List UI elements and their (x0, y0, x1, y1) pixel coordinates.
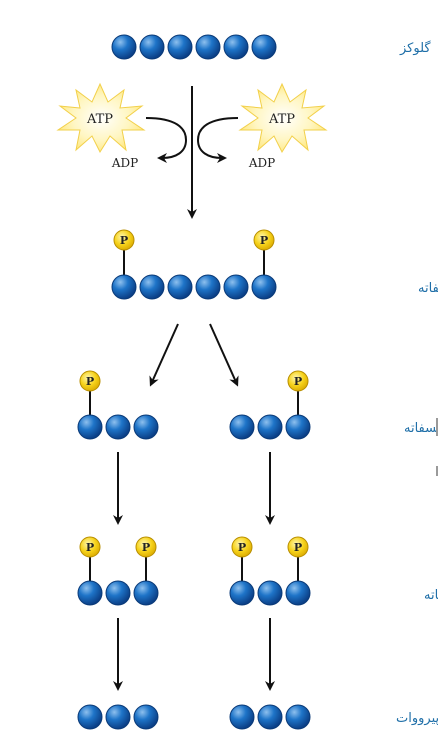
carbon-bead (195, 274, 221, 300)
carbon-bead (77, 580, 103, 606)
phosphate-symbol: P (120, 234, 128, 247)
split-arrow-left (149, 323, 179, 387)
carbon-bead (229, 414, 255, 440)
adp-left-label: ADP (111, 156, 138, 170)
split-arrow-right (209, 323, 239, 387)
phosphate-symbol: P (86, 541, 94, 554)
sugar-phosphate-left: P (77, 370, 159, 440)
carbon-bead (133, 580, 159, 606)
sugar-phosphate-right: P (229, 370, 311, 440)
phosphate-symbol: P (260, 234, 268, 247)
atp-right-label: ATP (268, 112, 295, 127)
carbon-bead (111, 34, 137, 60)
glucose-phosphate-molecule: P P (111, 229, 277, 300)
carbon-bead (105, 580, 131, 606)
edge-mark (436, 466, 438, 476)
carbon-bead (223, 34, 249, 60)
carbon-bead (139, 274, 165, 300)
atp-to-adp-arrow-left (145, 117, 188, 163)
carbon-bead (167, 34, 193, 60)
phosphate-symbol: P (86, 375, 94, 388)
phosphate-group: P (231, 536, 253, 558)
atp-starburst-right: ATP (238, 82, 328, 154)
pyruvate-left (77, 704, 159, 730)
carbon-bead (223, 274, 249, 300)
pyruvate-right (229, 704, 311, 730)
phosphate-symbol: P (238, 541, 246, 554)
carbon-bead (195, 34, 221, 60)
sugar-diphosphate-label: قند دو فسفاته (424, 588, 438, 603)
carbon-bead (105, 414, 131, 440)
carbon-bead (133, 414, 159, 440)
edge-mark (436, 418, 438, 436)
carbon-bead (285, 580, 311, 606)
carbon-bead (251, 34, 277, 60)
sugar-diphosphate-right: P P (229, 536, 311, 606)
glucose-molecule (111, 34, 277, 60)
carbon-bead (111, 274, 137, 300)
phosphate-group: P (135, 536, 157, 558)
carbon-bead (167, 274, 193, 300)
phosphate-symbol: P (294, 375, 302, 388)
phosphate-group: P (287, 370, 309, 392)
carbon-bead (77, 414, 103, 440)
sugar-diphosphate-left: P P (77, 536, 159, 606)
carbon-bead (133, 704, 159, 730)
carbon-bead (105, 704, 131, 730)
carbon-bead (257, 704, 283, 730)
glucose-label: گلوکز (399, 40, 431, 56)
phosphate-group: P (79, 370, 101, 392)
phosphate-group: P (79, 536, 101, 558)
carbon-bead (257, 580, 283, 606)
atp-starburst-left: ATP (56, 82, 146, 154)
atp-to-adp-arrow-right (196, 117, 239, 163)
carbon-bead (139, 34, 165, 60)
phosphate-symbol: P (294, 541, 302, 554)
carbon-bead (77, 704, 103, 730)
phosphate-group: P (253, 229, 275, 251)
pyruvate-label: پیرووات (396, 711, 438, 726)
carbon-bead (229, 704, 255, 730)
adp-right-label: ADP (248, 156, 275, 170)
glucose-phosphate-label: گلوکز فسفاته (418, 280, 438, 296)
carbon-bead (229, 580, 255, 606)
atp-left-label: ATP (86, 112, 113, 127)
carbon-bead (257, 414, 283, 440)
phosphate-group: P (287, 536, 309, 558)
phosphate-symbol: P (142, 541, 150, 554)
carbon-bead (285, 704, 311, 730)
carbon-bead (251, 274, 277, 300)
sugar-phosphate-label: قند فسفاته (404, 421, 438, 436)
phosphate-group: P (113, 229, 135, 251)
carbon-bead (285, 414, 311, 440)
